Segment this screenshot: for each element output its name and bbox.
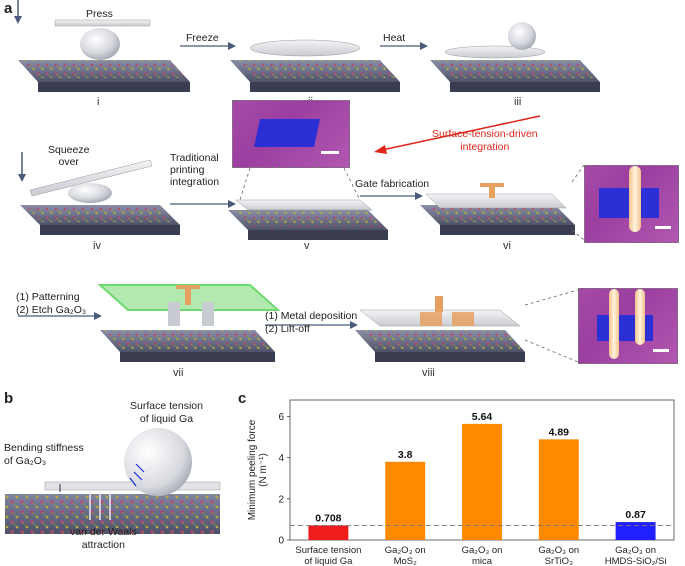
- bar-value-label: 5.64: [472, 411, 493, 423]
- panel-letter-c: c: [238, 390, 247, 407]
- traditional-label: Traditional printing integration: [170, 152, 220, 188]
- bar-value-label: 3.8: [398, 449, 413, 461]
- heat-label: Heat: [383, 32, 406, 44]
- step-label-vi: vi: [503, 240, 511, 252]
- substrate-viii: [355, 289, 579, 363]
- micrograph-inset-vi: [584, 165, 679, 243]
- step-label-iii: iii: [514, 96, 522, 108]
- substrate-iv: [18, 152, 180, 235]
- step-label-vii: vii: [173, 367, 184, 379]
- micrograph-inset-viii: [578, 288, 678, 364]
- panel-a-illustration: [14, 0, 600, 363]
- bar-value-label: 4.89: [549, 426, 570, 438]
- substrate-ii: [230, 39, 400, 92]
- y-tick-label: 0: [278, 536, 284, 547]
- substrate-iii: [430, 22, 600, 92]
- y-tick-label: 6: [278, 412, 284, 423]
- bar: [385, 461, 426, 540]
- step-label-i: i: [97, 96, 100, 108]
- y-tick-label: 4: [278, 453, 284, 464]
- substrate-vi: [420, 164, 585, 241]
- step-label-v: v: [304, 240, 310, 252]
- metal-deposition-label: (1) Metal deposition: [265, 310, 358, 322]
- bar: [462, 423, 502, 540]
- substrate-v: [228, 167, 388, 240]
- micrograph-inset-v: [232, 100, 350, 168]
- bar-value-label: 0.708: [315, 512, 341, 524]
- freeze-label: Freeze: [186, 32, 219, 44]
- vdw-label: van der Waals attraction: [70, 526, 137, 551]
- patterning-label: (1) Patterning: [16, 291, 80, 303]
- panel-letter-b: b: [4, 390, 14, 407]
- liftoff-label: (2) Lift-off: [265, 323, 310, 335]
- etch-label: (2) Etch Ga₂O₃: [16, 304, 87, 316]
- gate-fabrication-label: Gate fabrication: [355, 178, 430, 190]
- press-label: Press: [86, 8, 113, 20]
- bending-stiffness-label: Bending stiffness of Ga₂O₃: [4, 442, 84, 467]
- bar: [538, 439, 579, 540]
- step-label-iv: iv: [93, 240, 101, 252]
- panel-b-illustration: [5, 428, 221, 534]
- surface-tension-label-b: Surface tension of liquid Ga: [130, 400, 203, 425]
- substrate-vii: [97, 284, 281, 362]
- bar: [308, 525, 349, 540]
- substrate-i: [14, 0, 190, 92]
- bar-value-label: 0.87: [625, 509, 646, 521]
- bar: [615, 522, 656, 540]
- squeeze-label: Squeeze over: [48, 144, 90, 168]
- y-tick-label: 2: [278, 494, 284, 505]
- panel-letter-a: a: [4, 0, 13, 17]
- y-axis-label: Minimum peeling force(N m⁻¹): [247, 419, 269, 520]
- surface-tension-driven-label: Surface-tension-driven integration: [432, 128, 538, 153]
- step-label-viii: viii: [422, 367, 435, 379]
